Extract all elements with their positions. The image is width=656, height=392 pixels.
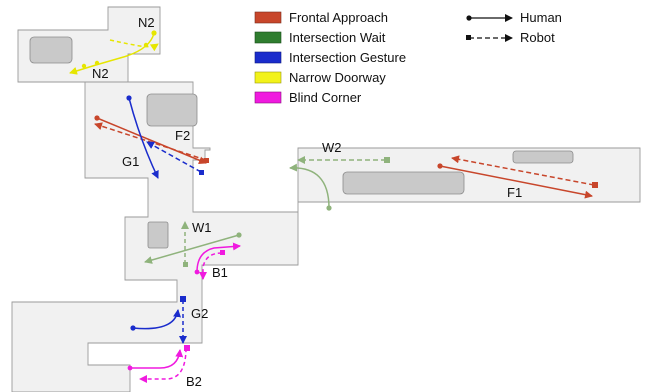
- scenario-g1: [126, 95, 204, 179]
- obstacle-upper-block: [146, 93, 198, 127]
- legend-label: Intersection Wait: [289, 30, 386, 45]
- floor-notch-white: [147, 221, 169, 249]
- legend-scenarios: Frontal Approach Intersection Wait Inter…: [254, 10, 406, 105]
- human-start-marker: [151, 30, 157, 36]
- scenario-n2: [69, 30, 159, 75]
- legend-robot: Robot: [466, 30, 555, 45]
- legend-swatch: [254, 51, 282, 64]
- robot-path-f1: [451, 155, 595, 186]
- legend-label: Intersection Gesture: [289, 50, 406, 65]
- legend-swatch: [254, 91, 282, 104]
- label-b2: B2: [186, 374, 202, 389]
- scenario-g2: [130, 296, 187, 344]
- scenario-f1: [437, 155, 598, 199]
- legend-label: Robot: [520, 30, 555, 45]
- robot-start-marker: [204, 158, 209, 163]
- scenario-w2: [289, 156, 390, 211]
- label-g1: G1: [122, 154, 139, 169]
- human-start-marker: [194, 269, 200, 275]
- legend-item: Intersection Gesture: [254, 50, 406, 65]
- label-n2-bottom: N2: [92, 66, 109, 81]
- human-path-w2: [289, 163, 330, 209]
- scenario-w1: [144, 221, 242, 267]
- human-path-n2: [69, 32, 155, 75]
- label-g2: G2: [191, 306, 208, 321]
- robot-start-marker: [180, 296, 186, 302]
- robot-path-b1: [199, 252, 223, 280]
- label-b1: B1: [212, 265, 228, 280]
- robot-start-marker: [199, 170, 204, 175]
- human-path-f2: [96, 117, 207, 165]
- legend-swatch: [254, 31, 282, 44]
- legend-human: Human: [466, 10, 562, 25]
- robot-path-n2: [109, 39, 159, 52]
- obstacle-right-small: [512, 150, 574, 164]
- legend-label: Narrow Doorway: [289, 70, 386, 85]
- legend-item: Intersection Wait: [254, 30, 386, 45]
- obstacle-top-left: [29, 36, 73, 64]
- legend-agents: Human Robot: [466, 10, 562, 45]
- n2-marker: [143, 42, 149, 48]
- robot-start-marker: [384, 157, 390, 163]
- legend-swatch: [254, 11, 282, 24]
- label-n2-top: N2: [138, 15, 155, 30]
- human-path-b2: [130, 349, 184, 369]
- legend-item: Frontal Approach: [254, 10, 388, 25]
- legend-item: Narrow Doorway: [254, 70, 386, 85]
- robot-marker-icon: [466, 35, 471, 40]
- robot-start-marker: [183, 262, 188, 267]
- robot-start-marker: [220, 250, 225, 255]
- human-path-b1: [196, 242, 241, 273]
- scenario-b1: [194, 242, 241, 280]
- floor-plan: [11, 6, 641, 392]
- legend-item: Blind Corner: [254, 90, 362, 105]
- human-path-w1: [144, 234, 240, 264]
- robot-start-marker: [184, 345, 190, 351]
- label-f1: F1: [507, 185, 522, 200]
- robot-path-g1: [146, 141, 202, 173]
- legend-label: Blind Corner: [289, 90, 362, 105]
- human-path-f1: [439, 165, 593, 199]
- legend-swatch: [254, 71, 282, 84]
- label-w1: W1: [192, 220, 212, 235]
- legend-label: Human: [520, 10, 562, 25]
- scenario-b2: [127, 345, 190, 383]
- obstacle-long-center: [342, 171, 465, 195]
- n2-marker: [81, 63, 87, 69]
- label-f2: F2: [175, 128, 190, 143]
- human-path-g1: [128, 97, 159, 179]
- human-path-g2: [132, 309, 182, 330]
- robot-start-marker: [592, 182, 598, 188]
- legend-label: Frontal Approach: [289, 10, 388, 25]
- n2-marker: [94, 60, 100, 66]
- label-w2: W2: [322, 140, 342, 155]
